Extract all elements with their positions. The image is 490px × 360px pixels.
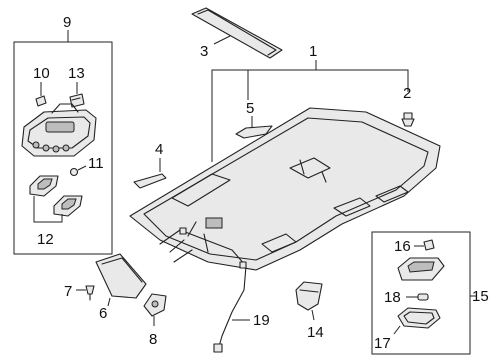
part-3-trim-strip	[191, 7, 283, 59]
part-18-bulb	[406, 293, 429, 301]
part-10-clip	[35, 82, 47, 107]
callout-1: 1	[309, 43, 317, 60]
part-5-bracket	[235, 116, 273, 139]
part-14-lamp	[295, 281, 323, 321]
part-7-screw	[76, 285, 95, 301]
callout-11: 11	[88, 155, 104, 172]
leader-1	[211, 69, 409, 162]
callout-9: 9	[63, 14, 71, 31]
part-13-clip	[69, 82, 85, 108]
part-2-clip	[401, 112, 415, 127]
callout-16: 16	[394, 238, 411, 255]
callout-17: 17	[374, 335, 391, 352]
callout-3: 3	[200, 43, 208, 60]
callout-4: 4	[155, 141, 163, 158]
callout-18: 18	[384, 289, 401, 306]
callout-14: 14	[307, 324, 324, 341]
part-12-lamp-left	[29, 175, 59, 197]
callout-8: 8	[149, 331, 157, 348]
leader-12	[33, 196, 63, 223]
room-lamp-assembly	[397, 257, 445, 281]
detail-box-15	[371, 231, 471, 355]
callout-12: 12	[37, 231, 54, 248]
part-4-grab-handle	[133, 158, 167, 189]
headliner-panel	[129, 107, 441, 271]
callout-5: 5	[246, 100, 254, 117]
part-19-harness	[159, 221, 250, 353]
callout-6: 6	[99, 305, 107, 322]
part-11-screw	[69, 165, 87, 177]
callout-13: 13	[68, 65, 85, 82]
callout-7: 7	[64, 283, 72, 300]
callout-19: 19	[253, 312, 270, 329]
callout-2: 2	[403, 85, 411, 102]
callout-15: 15	[472, 288, 489, 305]
part-16-clip	[414, 239, 435, 251]
overhead-console	[21, 103, 97, 157]
callout-10: 10	[33, 65, 50, 82]
part-8-visor-holder	[143, 293, 167, 326]
part-17-lens	[393, 307, 441, 335]
part-6-sunvisor	[95, 253, 147, 307]
part-12-lamp-right	[53, 195, 83, 217]
detail-box-9	[13, 41, 113, 255]
